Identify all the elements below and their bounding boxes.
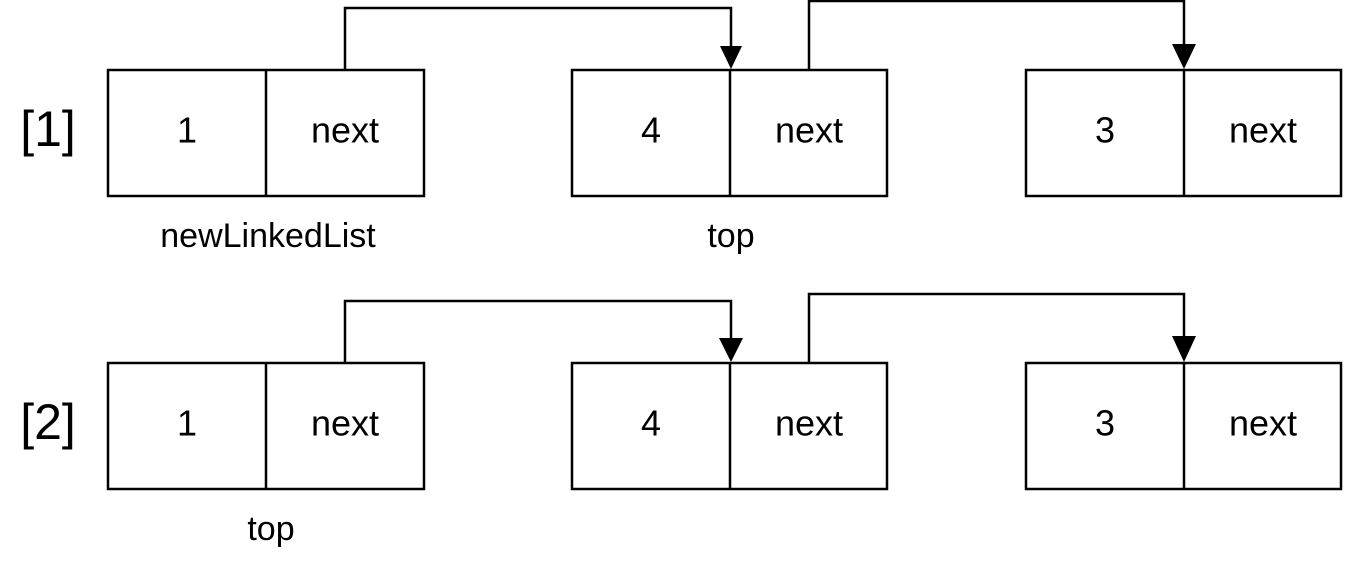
list-node: 3 next [1024,68,1343,198]
node-pointer: next [775,403,843,444]
node-pointer: next [311,403,379,444]
node-pointer: next [1229,403,1297,444]
list-node: 4 next [570,68,889,198]
node-value: 3 [1095,403,1115,444]
list-node: 4 next [570,361,889,491]
node-value: 4 [641,403,661,444]
node-value: 3 [1095,110,1115,151]
row-label: [2] [20,394,76,450]
row-label: [1] [20,101,76,157]
list-node: 1 next [106,361,426,491]
list-node: 3 next [1024,361,1343,491]
next-arrow [343,6,742,70]
next-arrow [807,292,1196,363]
node-caption: top [707,217,754,255]
row-1: [1] 1 next newLinkedList 4 next top 3 ne… [20,0,1343,255]
node-caption: newLinkedList [160,217,376,255]
list-node: 1 next [106,68,426,198]
node-value: 4 [641,110,661,151]
node-caption: top [247,510,294,548]
next-arrow [807,0,1196,70]
node-value: 1 [177,110,197,151]
node-pointer: next [311,110,379,151]
node-pointer: next [1229,110,1297,151]
node-pointer: next [775,110,843,151]
row-2: [2] 1 next top 4 next 3 next [20,292,1343,548]
node-value: 1 [177,403,197,444]
next-arrow [343,299,743,363]
